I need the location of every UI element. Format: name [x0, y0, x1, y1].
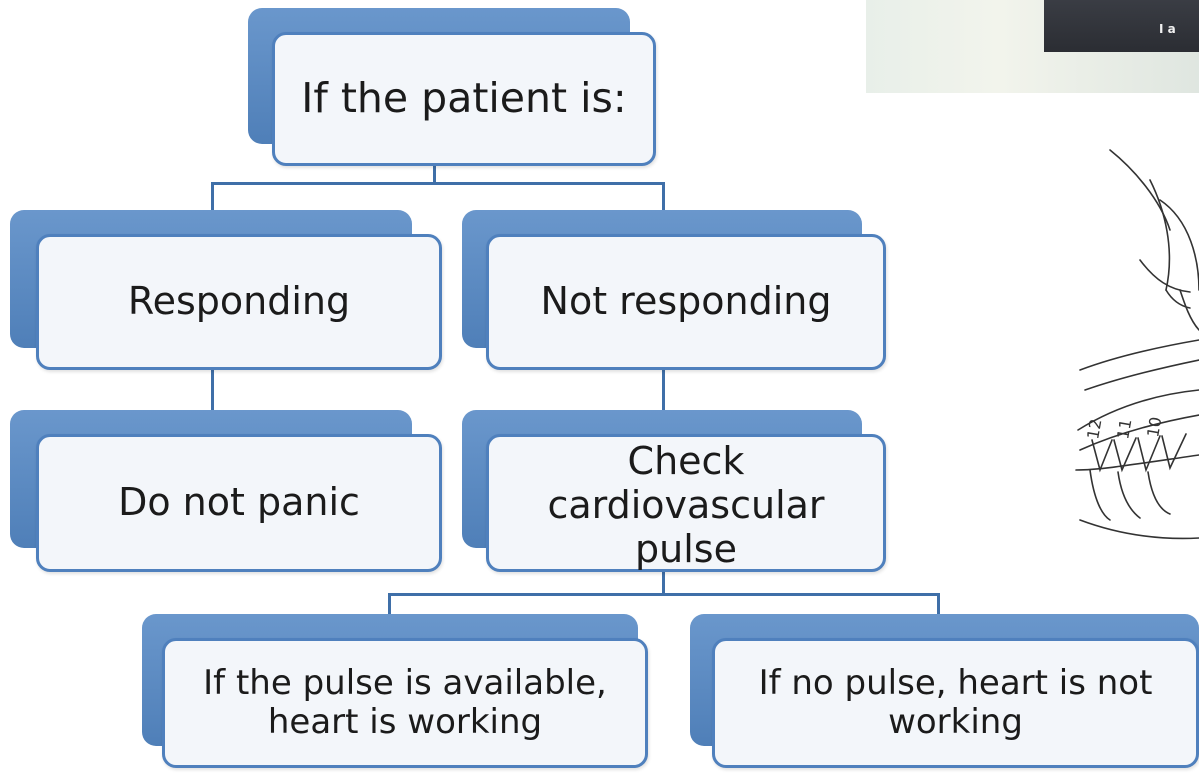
photo-dark-panel — [1044, 0, 1199, 52]
node-do-not-panic-label: Do not panic — [118, 480, 360, 525]
node-root: If the patient is: — [248, 8, 658, 168]
node-check-pulse-label: Check cardiovascular pulse — [547, 439, 825, 571]
connector-to-responding — [211, 182, 214, 212]
node-responding: Responding — [10, 210, 442, 372]
photo-caption: I a — [1159, 22, 1176, 36]
connector-to-no-pulse — [937, 593, 940, 617]
connector-to-pulse-available — [388, 593, 391, 617]
node-check-pulse: Check cardiovascular pulse — [462, 410, 888, 574]
node-no-pulse-label: If no pulse, heart is not working — [758, 662, 1153, 742]
node-responding-label: Responding — [127, 279, 351, 324]
node-pulse-available: If the pulse is available, heart is work… — [142, 614, 648, 770]
cropped-photo: I a — [866, 0, 1199, 93]
node-pulse-available-label: If the pulse is available, heart is work… — [203, 662, 607, 742]
node-not-responding-label: Not responding — [540, 279, 832, 324]
node-no-pulse: If no pulse, heart is not working — [690, 614, 1199, 770]
connector-level3-bar — [388, 593, 940, 596]
node-root-label: If the patient is: — [301, 74, 627, 123]
connector-notresp-to-check — [662, 368, 665, 412]
connector-check-down — [662, 572, 665, 596]
vertebra-label-12: 12 — [1083, 417, 1105, 440]
node-do-not-panic: Do not panic — [10, 410, 442, 574]
connector-responding-to-panic — [211, 368, 214, 412]
vertebra-label-11: 11 — [1113, 417, 1135, 440]
connector-level1-bar — [211, 182, 665, 185]
node-not-responding: Not responding — [462, 210, 888, 372]
spine-illustration: 12 11 10 — [1075, 149, 1199, 540]
vertebra-label-10: 10 — [1143, 415, 1165, 438]
connector-to-not-responding — [662, 182, 665, 212]
